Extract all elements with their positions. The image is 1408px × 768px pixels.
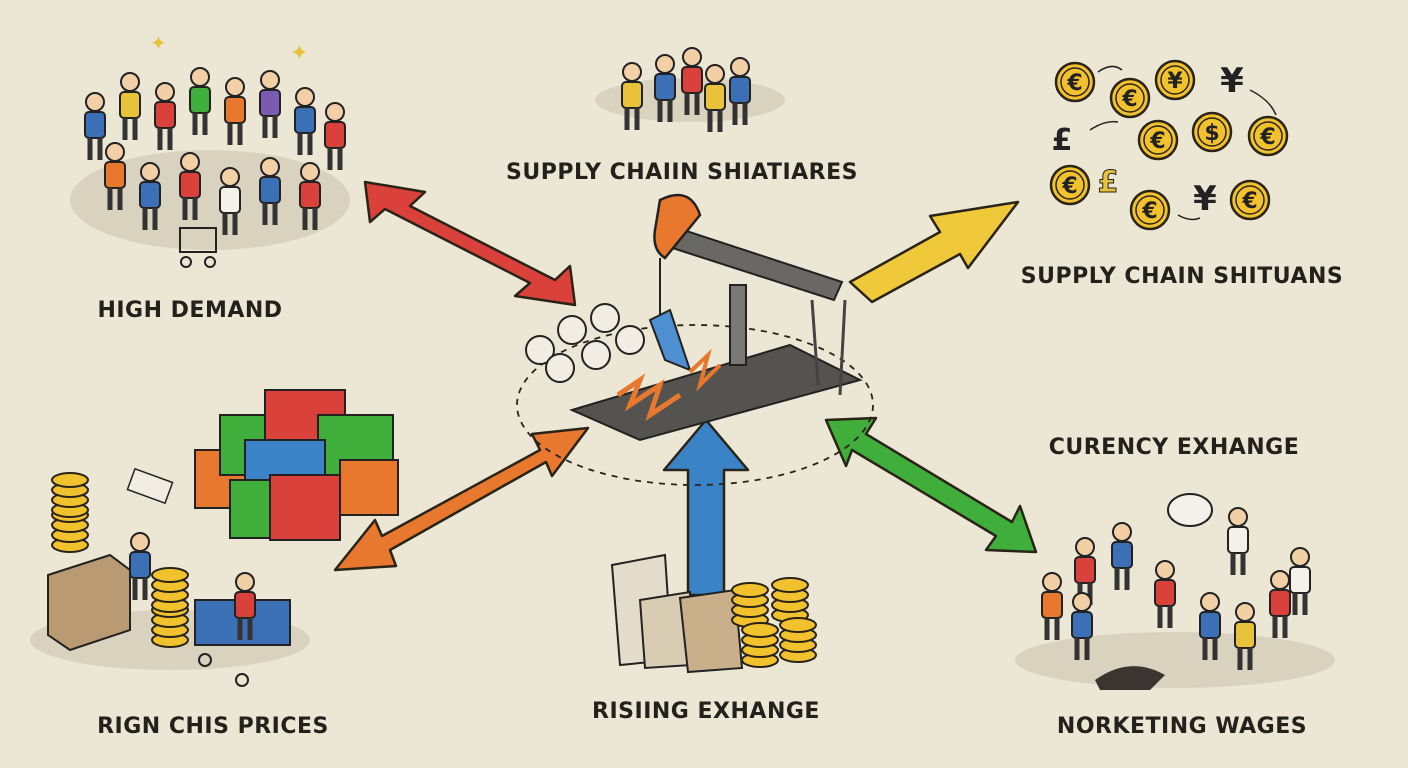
oil-pump-icon bbox=[516, 193, 874, 486]
crowd-icon: ✦ ✦ bbox=[70, 31, 350, 268]
small-group-icon bbox=[595, 48, 785, 132]
coin-symbol: € bbox=[1259, 125, 1275, 150]
coin-symbol: € bbox=[1149, 129, 1165, 154]
label-rising-prices: RIGN CHIS PRICES bbox=[97, 714, 329, 739]
arrow-red-demand bbox=[363, 180, 577, 307]
arrow-orange-prices bbox=[333, 426, 590, 572]
coin-symbol: € bbox=[1141, 199, 1157, 224]
yen-symbol: ¥ bbox=[1220, 61, 1244, 101]
arrow-yellow-currency bbox=[848, 200, 1020, 304]
label-supply-chain-right: SUPPLY CHAIN SHITUANS bbox=[1020, 264, 1344, 289]
coin-symbol: € bbox=[1066, 71, 1082, 96]
label-currency-exchange: CURENCY EXHANGE bbox=[1048, 435, 1300, 460]
label-rising-exchange: RISIING EXHANGE bbox=[592, 699, 820, 724]
arrow-blue-exchange bbox=[662, 418, 750, 597]
pound-symbol: £ bbox=[1098, 165, 1119, 200]
coin-symbol: € bbox=[1241, 189, 1257, 214]
svg-text:✦: ✦ bbox=[150, 31, 167, 55]
coin-symbol: ¥ bbox=[1167, 69, 1183, 94]
shopping-cart-icon bbox=[30, 467, 310, 687]
coin-symbol: € bbox=[1061, 174, 1077, 199]
coin-symbol: $ bbox=[1204, 121, 1219, 146]
sacks-and-coins-icon bbox=[610, 553, 817, 674]
workers-group-icon bbox=[1015, 493, 1335, 690]
label-high-demand: HIGH DEMAND bbox=[97, 298, 283, 323]
currency-coins-icon: € € ¥ ¥ £ € $ € € £ € ¥ € bbox=[1049, 59, 1289, 231]
shipping-containers-icon bbox=[194, 389, 399, 541]
arrow-green-wages bbox=[824, 416, 1038, 554]
yen-symbol: ¥ bbox=[1193, 179, 1217, 219]
pound-symbol: £ bbox=[1052, 123, 1073, 158]
label-wages: NORKETING WAGES bbox=[1056, 714, 1308, 739]
coin-symbol: € bbox=[1121, 87, 1137, 112]
svg-text:✦: ✦ bbox=[290, 41, 308, 66]
label-supply-chain-top: SUPPLY CHAIIN SHIATIARES bbox=[506, 160, 858, 185]
